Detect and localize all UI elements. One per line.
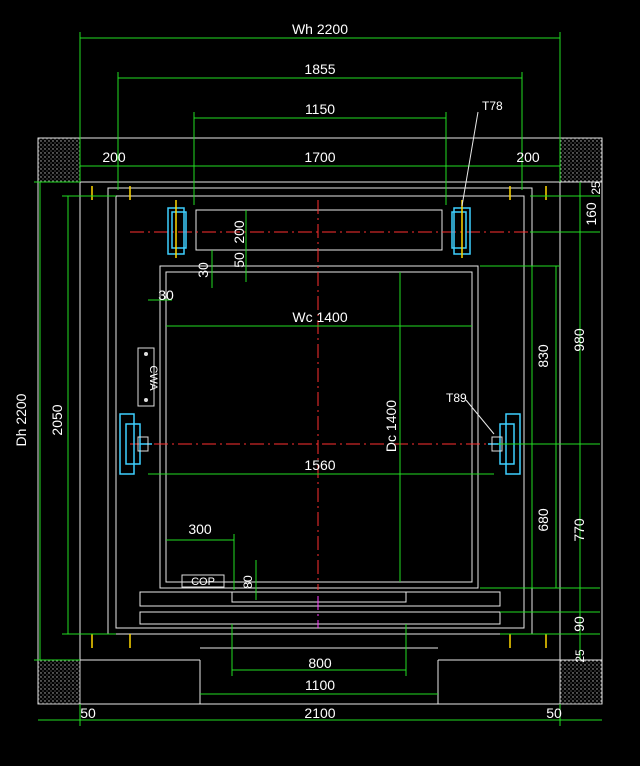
dim-dc: Dc 1400 [383,400,399,452]
dim-1150: 1150 [305,101,335,117]
dim-200-left: 200 [102,149,126,165]
dim-30-a: 30 [195,262,211,278]
cop-label: COP [191,576,215,588]
dim-770: 770 [571,518,587,542]
dim-830: 830 [535,344,551,368]
dim-25-top: 25 [589,181,603,195]
dim-200-right: 200 [516,149,540,165]
column-top-right [559,137,603,183]
cwa-label: CWA [147,365,159,391]
dim-50: 50 [231,252,247,268]
dim-680: 680 [535,508,551,532]
dim-300: 300 [188,521,212,537]
column-bottom-right [559,659,603,705]
dim-wh: Wh 2200 [292,21,348,37]
dim-1560: 1560 [304,457,335,473]
brackets [91,186,547,648]
dim-50-left: 50 [80,705,96,721]
dim-1855: 1855 [304,61,335,77]
cw-rail-right [451,200,471,258]
dimension-lines [34,32,602,726]
dim-80: 80 [241,575,255,589]
counterweight-frame [130,195,510,251]
dim-wc: Wc 1400 [292,309,347,325]
dim-1700: 1700 [304,149,335,165]
rail-left [119,413,152,475]
tag-t78: T78 [482,99,503,113]
tags: T78 T89 [446,99,503,405]
dim-2050: 2050 [49,404,65,435]
tag-t89: T89 [446,391,467,405]
dim-90: 90 [571,616,587,632]
cop-panel [181,574,225,588]
dim-50-right: 50 [546,705,562,721]
dim-200-cw: 200 [231,220,247,244]
concrete-columns [37,137,603,705]
cwa-panel [137,347,155,407]
tag-leaders [461,111,495,435]
car-enclosure: CWA COP [137,265,479,589]
dimension-labels: Wh 2200 1855 1150 200 1700 200 25 160 20… [13,21,603,721]
dim-1100: 1100 [305,677,335,693]
door-sills [139,587,501,649]
dim-25-bottom: 25 [573,649,587,663]
dim-30-b: 30 [158,287,174,303]
column-top-left [37,137,81,183]
dim-800: 800 [308,655,332,671]
shaft-walls [37,137,603,705]
column-bottom-left [37,659,81,705]
cw-rail-left [167,200,187,258]
dim-980: 980 [571,328,587,352]
dim-2100: 2100 [304,705,335,721]
dim-dh: Dh 2200 [13,393,29,446]
dim-160: 160 [583,202,599,226]
